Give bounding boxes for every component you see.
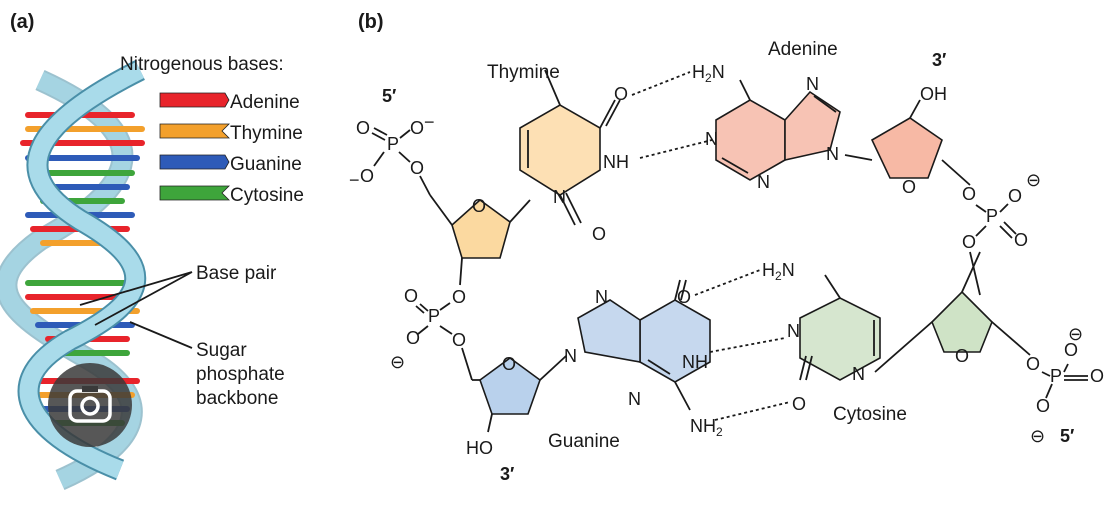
backbone-label-3: backbone: [196, 388, 278, 409]
svg-text:O: O: [962, 232, 976, 252]
legend-thymine-label: Thymine: [230, 123, 303, 144]
svg-text:⊖: ⊖: [1030, 426, 1045, 446]
panel-a-label: (a): [10, 11, 34, 33]
legend-title: Nitrogenous bases:: [120, 54, 284, 75]
svg-text:O: O: [406, 328, 420, 348]
svg-text:O: O: [410, 118, 424, 138]
guanine-base: N N O NH N NH2 Guanine: [548, 279, 723, 452]
svg-text:HO: HO: [466, 438, 493, 458]
svg-text:O: O: [1064, 340, 1078, 360]
end-top-right: 3′: [932, 50, 946, 70]
backbone-leader: [129, 321, 193, 349]
hydrogen-bonds-gc: [694, 269, 791, 421]
backbone-label-1: Sugar: [196, 340, 247, 361]
svg-text:⊖: ⊖: [1026, 170, 1041, 190]
svg-text:O: O: [410, 158, 424, 178]
sugar-thymine: O: [429, 194, 531, 286]
svg-text:P: P: [428, 306, 440, 326]
phosphate-bottom-right: O P O ⊖ O O ⊖: [1026, 324, 1104, 446]
svg-text:−: −: [424, 112, 435, 132]
svg-text:N: N: [852, 364, 865, 384]
svg-text:O: O: [502, 354, 516, 374]
end-bottom-left: 3′: [500, 464, 514, 484]
sugar-guanine: O HO: [466, 354, 567, 458]
panel-b-label: (b): [358, 11, 384, 33]
phosphate-middle-left: O P O O ⊖ O: [390, 286, 473, 381]
sugar-adenine: O OH: [844, 84, 971, 197]
svg-text:N: N: [595, 287, 608, 307]
svg-text:NH: NH: [682, 352, 708, 372]
legend-cytosine-label: Cytosine: [230, 185, 304, 206]
base-pair-leader: [79, 271, 193, 326]
svg-text:O: O: [902, 177, 916, 197]
svg-text:N: N: [757, 172, 770, 192]
legend-adenine-label: Adenine: [230, 92, 300, 113]
svg-text:N: N: [787, 321, 800, 341]
svg-text:N: N: [705, 129, 718, 149]
svg-text:NH2: NH2: [690, 416, 723, 439]
cytosine-label: Cytosine: [833, 404, 907, 425]
legend-thymine: Thymine: [159, 123, 303, 144]
legend-cytosine: Cytosine: [159, 185, 304, 206]
legend-guanine: Guanine: [159, 154, 302, 175]
svg-text:O: O: [1014, 230, 1028, 250]
svg-text:P: P: [1050, 366, 1062, 386]
svg-text:O: O: [472, 196, 486, 216]
svg-text:O: O: [677, 287, 691, 307]
svg-text:O: O: [1090, 366, 1104, 386]
svg-text:P: P: [986, 206, 998, 226]
svg-text:H2N: H2N: [692, 62, 725, 85]
svg-text:O: O: [792, 394, 806, 414]
svg-text:O: O: [452, 330, 466, 350]
svg-text:P: P: [387, 134, 399, 154]
svg-text:N: N: [826, 144, 839, 164]
cytosine-base: H2N N N O Cytosine: [762, 260, 907, 425]
phosphate-top-right: O P O ⊖ O O: [962, 170, 1041, 296]
thymine-base: Thymine O NH N O: [487, 62, 629, 244]
svg-text:O: O: [1026, 354, 1040, 374]
backbone-right: [961, 251, 981, 293]
lens-search-button[interactable]: [48, 363, 132, 447]
svg-text:O: O: [614, 84, 628, 104]
guanine-label: Guanine: [548, 431, 620, 452]
adenine-base: Adenine H2N N N N N: [692, 39, 841, 192]
svg-text:NH: NH: [603, 152, 629, 172]
backbone-label-2: phosphate: [196, 364, 285, 385]
svg-text:N: N: [628, 389, 641, 409]
svg-text:O: O: [1008, 186, 1022, 206]
svg-text:O: O: [356, 118, 370, 138]
svg-text:⊖: ⊖: [390, 352, 405, 372]
svg-text:N: N: [553, 187, 566, 207]
svg-text:−: −: [349, 170, 360, 190]
svg-text:N: N: [564, 346, 577, 366]
end-top-left: 5′: [382, 86, 396, 106]
legend-guanine-label: Guanine: [230, 154, 302, 175]
svg-text:H2N: H2N: [762, 260, 795, 283]
base-pair-label: Base pair: [196, 263, 277, 284]
svg-text:N: N: [806, 74, 819, 94]
svg-text:O: O: [360, 166, 374, 186]
sugar-cytosine: O: [874, 290, 1031, 373]
svg-text:O: O: [962, 184, 976, 204]
svg-text:O: O: [592, 224, 606, 244]
svg-text:O: O: [452, 287, 466, 307]
legend-adenine: Adenine: [159, 92, 300, 113]
thymine-label: Thymine: [487, 62, 560, 83]
phosphate-top-left: P O O − O − O: [349, 112, 435, 196]
svg-text:O: O: [1036, 396, 1050, 416]
svg-text:⊖: ⊖: [1068, 324, 1083, 344]
svg-text:OH: OH: [920, 84, 947, 104]
end-bottom-right: 5′: [1060, 426, 1074, 446]
svg-text:O: O: [955, 346, 969, 366]
hydrogen-bonds-at: [631, 71, 713, 159]
svg-text:O: O: [404, 286, 418, 306]
adenine-label: Adenine: [768, 39, 838, 60]
